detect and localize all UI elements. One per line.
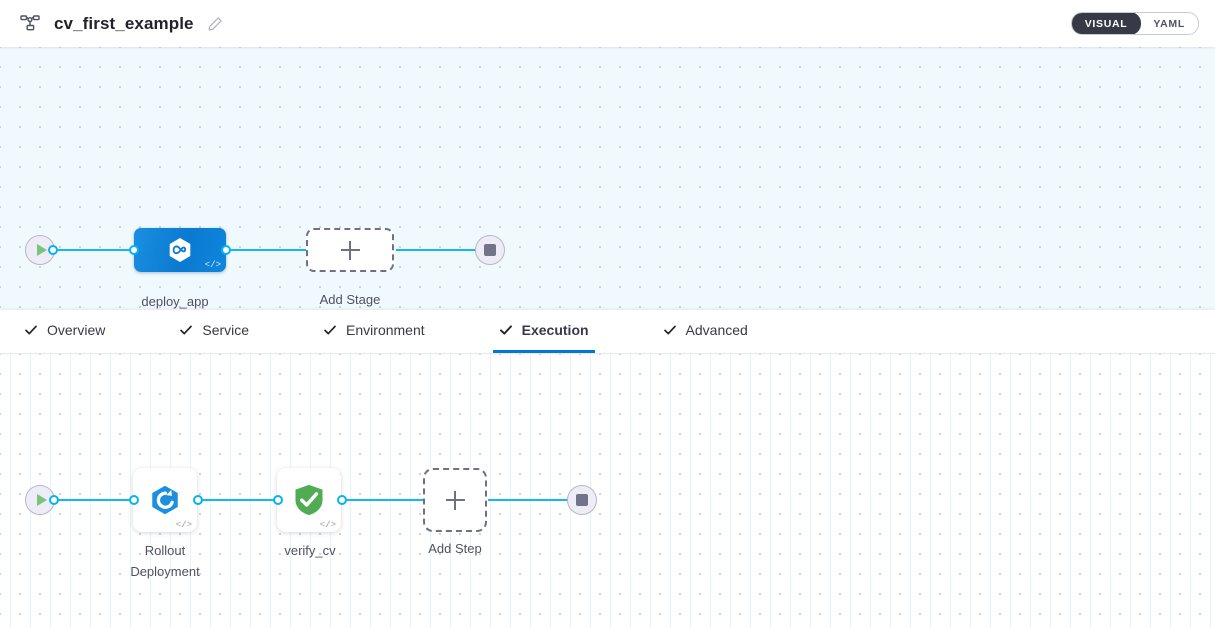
step-node-verify-cv[interactable]: </>: [277, 468, 341, 532]
tab-label: Overview: [47, 322, 106, 338]
stage-end-node[interactable]: [475, 235, 505, 265]
step-link-2: [202, 499, 276, 501]
add-step-button[interactable]: [423, 468, 487, 532]
page-title: cv_first_example: [54, 13, 194, 33]
check-icon: [179, 323, 193, 337]
step-card[interactable]: </>: [133, 468, 197, 532]
step-link-3: [346, 499, 424, 501]
stage-node-label: deploy_app: [141, 294, 209, 309]
add-stage-box[interactable]: [306, 228, 394, 272]
check-icon: [663, 323, 677, 337]
step-code-glyph: </>: [319, 520, 336, 530]
view-mode-toggle[interactable]: VISUAL YAML: [1070, 12, 1199, 35]
add-stage-label: Add Stage: [319, 292, 381, 307]
tab-advanced[interactable]: Advanced: [657, 310, 754, 353]
tab-label: Service: [202, 322, 250, 338]
step-end-node[interactable]: [567, 485, 597, 515]
stop-square: [576, 494, 588, 506]
add-step-box[interactable]: [423, 468, 487, 532]
stop-square: [484, 244, 496, 256]
step-code-glyph: </>: [175, 520, 192, 530]
tab-label: Advanced: [685, 322, 748, 338]
stage-link-2: [230, 249, 307, 251]
step-link-1: [58, 499, 132, 501]
stage-node-in-port[interactable]: [129, 245, 139, 255]
tab-overview[interactable]: Overview: [18, 310, 111, 353]
pipeline-icon: [18, 12, 42, 36]
stage-canvas[interactable]: </> deploy_app Add Stage: [0, 47, 1215, 310]
check-icon: [24, 323, 38, 337]
stage-node-deploy-app[interactable]: </>: [134, 228, 226, 272]
stage-tab-bar[interactable]: Overview Service Environment Execution A…: [0, 310, 1215, 354]
header-bar: cv_first_example VISUAL YAML: [0, 0, 1215, 47]
step-node-rollout-deployment[interactable]: </>: [133, 468, 197, 532]
step-link-4: [488, 499, 568, 501]
tab-service[interactable]: Service: [173, 310, 255, 353]
step-verify-in-port[interactable]: [273, 495, 283, 505]
play-triangle: [36, 244, 47, 256]
execution-canvas[interactable]: </> Rollout Deployment </> verify_cv: [0, 354, 1215, 628]
check-icon: [323, 323, 337, 337]
step-card[interactable]: </>: [277, 468, 341, 532]
stage-code-glyph: </>: [204, 260, 221, 270]
stage-link-1: [57, 249, 133, 251]
stage-link-3: [396, 249, 480, 251]
edit-pencil-icon[interactable]: [206, 15, 224, 33]
plus-icon: [445, 490, 465, 510]
stop-icon: [475, 235, 505, 265]
plus-icon: [340, 240, 360, 260]
rollout-hexagon-icon: [152, 485, 178, 515]
toggle-option-yaml[interactable]: YAML: [1153, 17, 1185, 30]
check-icon: [499, 323, 513, 337]
stop-icon: [567, 485, 597, 515]
toggle-option-visual[interactable]: VISUAL: [1071, 13, 1142, 34]
add-step-label: Add Step: [428, 541, 482, 556]
stage-node-body[interactable]: </>: [134, 228, 226, 272]
add-stage-button[interactable]: [306, 228, 394, 272]
step-node-label: Rollout Deployment: [130, 543, 200, 579]
harness-hexagon-icon: [169, 238, 191, 262]
play-triangle: [36, 494, 47, 506]
green-shield-check-icon: [295, 484, 323, 516]
tab-label: Environment: [346, 322, 425, 338]
tab-execution[interactable]: Execution: [492, 310, 595, 353]
step-node-label: verify_cv: [284, 543, 336, 558]
step-rollout-in-port[interactable]: [129, 495, 139, 505]
tab-environment[interactable]: Environment: [317, 310, 431, 353]
tab-label: Execution: [521, 322, 589, 338]
